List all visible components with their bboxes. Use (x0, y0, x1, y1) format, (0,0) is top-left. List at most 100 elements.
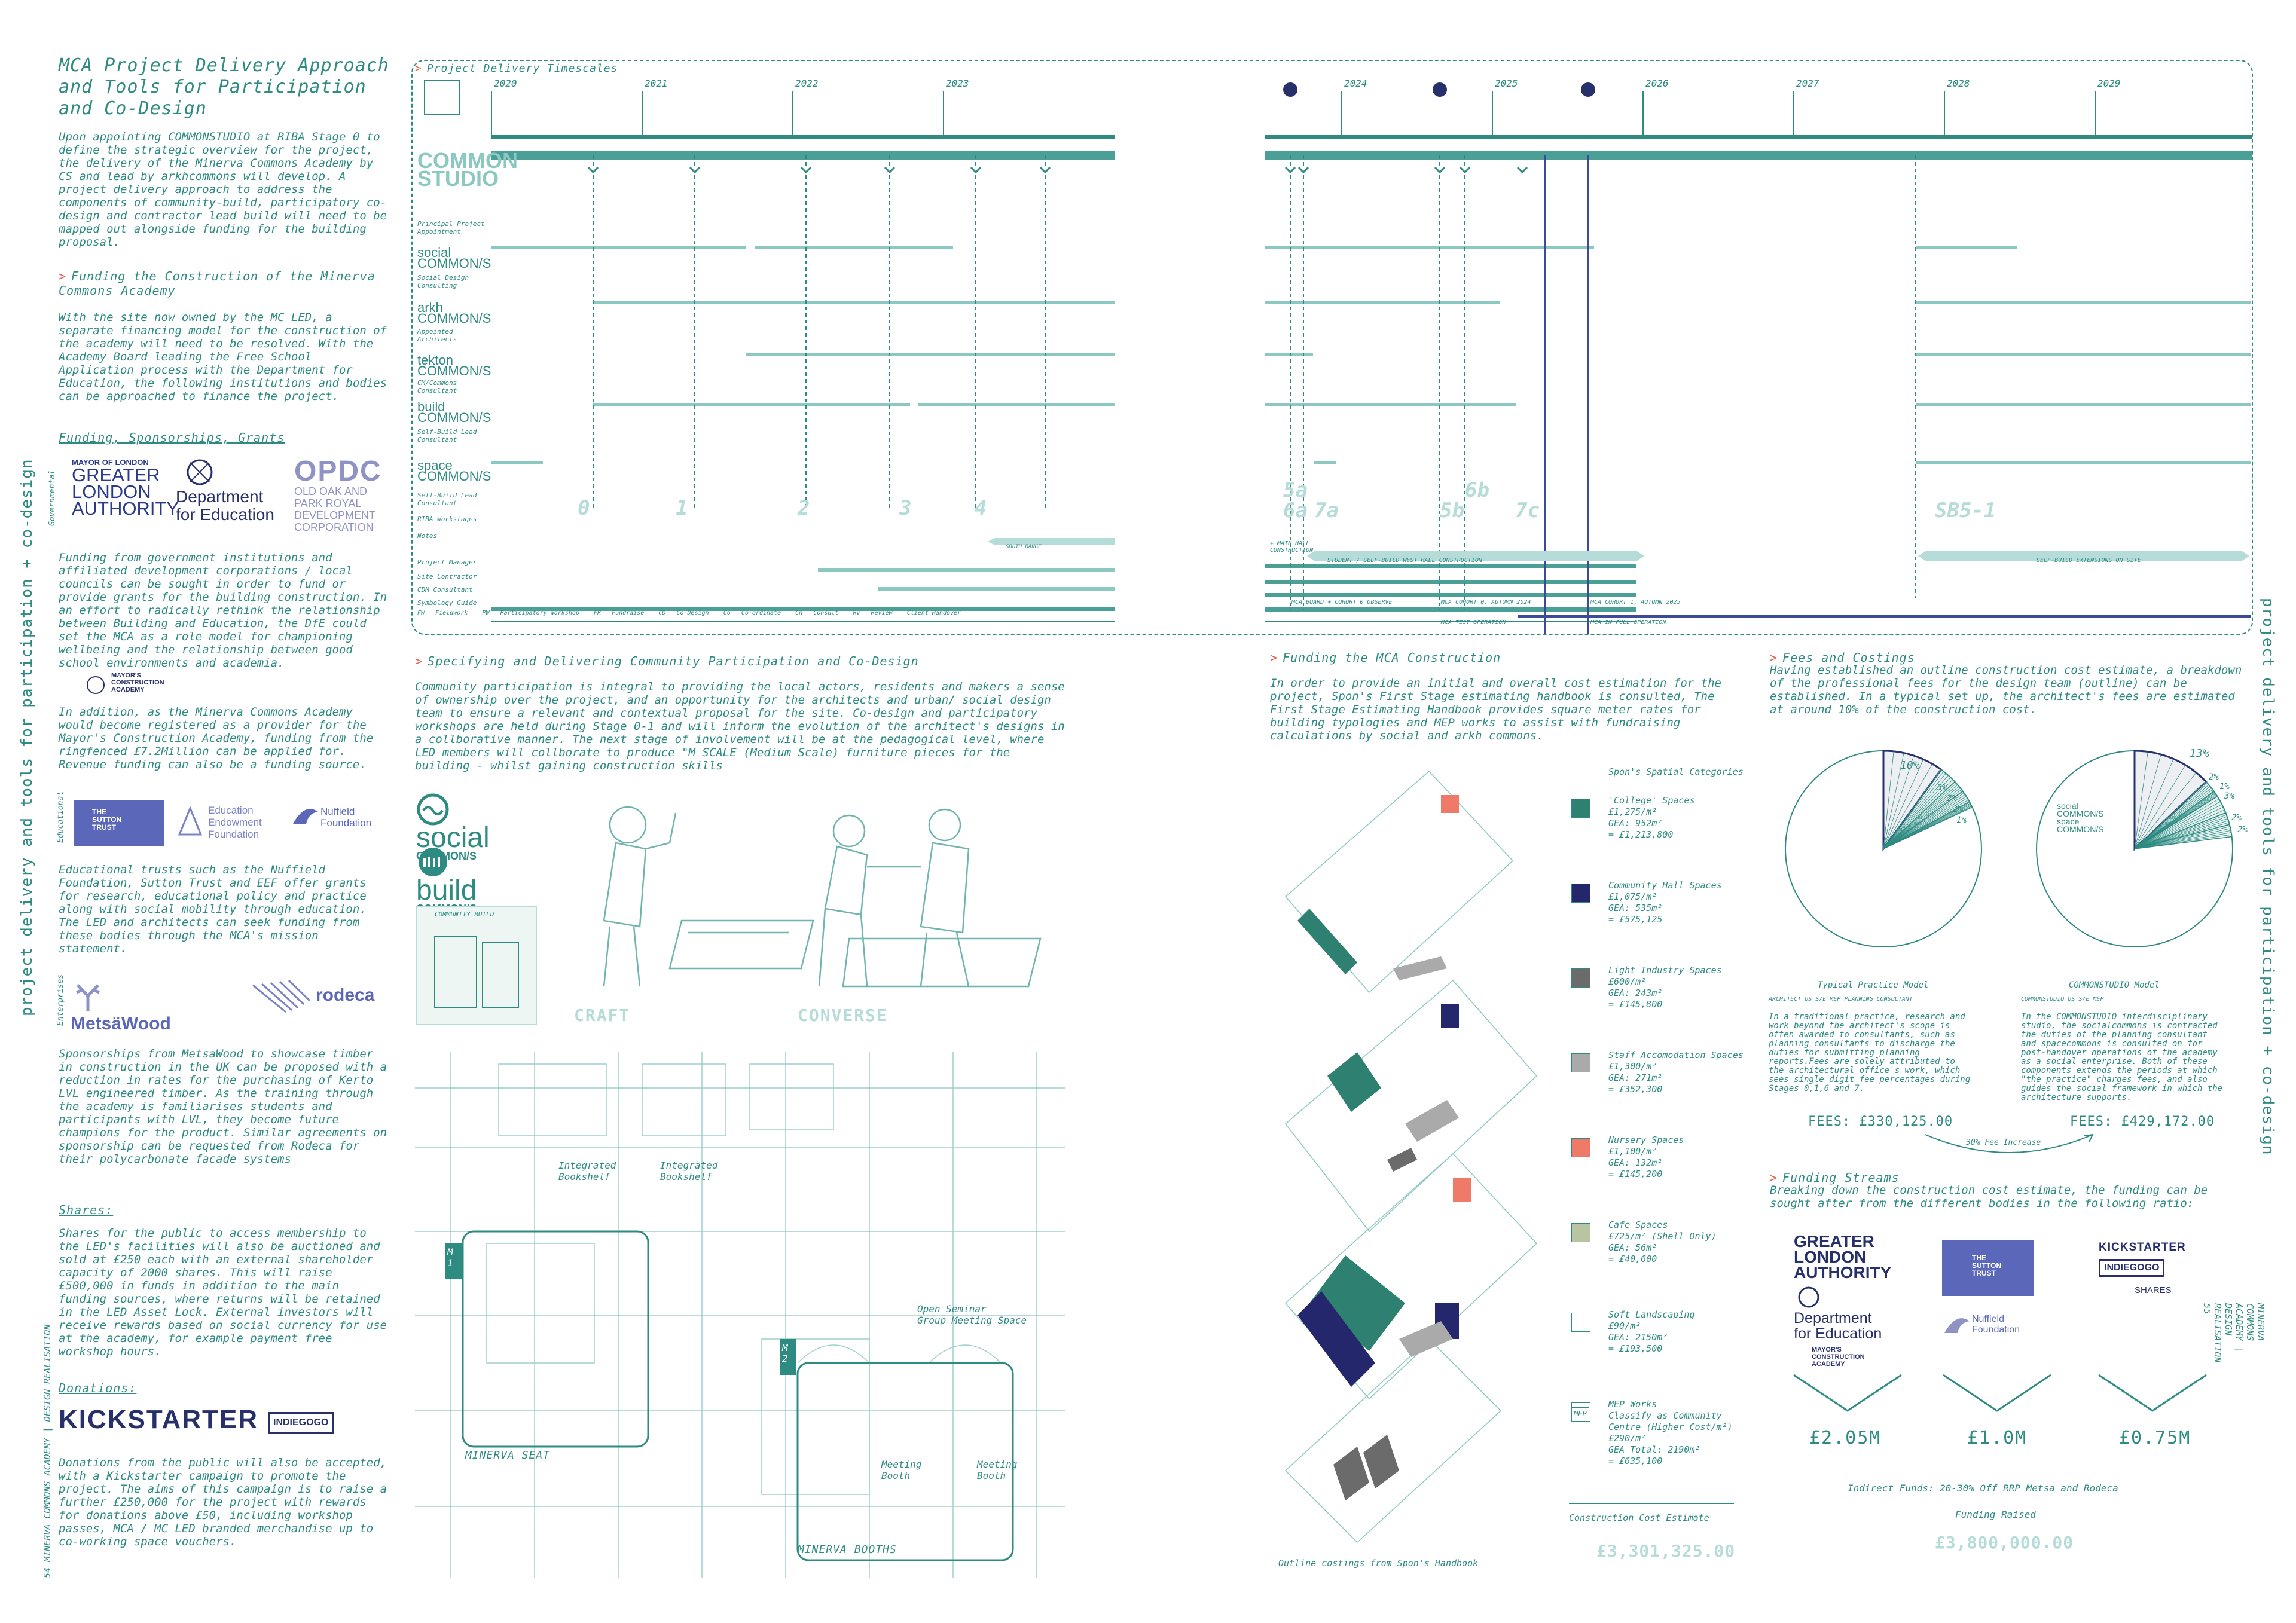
seminar-label: Open Seminar Group Meeting Space (917, 1303, 1027, 1326)
note-board: MCA BOARD + COHORT 0 OBSERVE (1292, 599, 1393, 606)
edu-label: Educational (56, 791, 65, 843)
left-footer: 54 MINERVA COMMONS ACADEMY | DESIGN REAL… (42, 1324, 53, 1578)
legend-entry: Nursery Spaces £1,100/m² GEA: 132m² = £1… (1608, 1135, 1684, 1179)
legend-swatch (1571, 1053, 1590, 1072)
stage-3: 3 (899, 496, 912, 520)
pie-hatch (2134, 772, 2197, 849)
legend-entry: Light Industry Spaces £600/m² GEA: 243m²… (1608, 965, 1722, 1010)
increase-arrow (1925, 1134, 2093, 1153)
fees-heading: >Fees and Costings (1770, 650, 1915, 665)
stream-nuffield: Nuffield Foundation (1942, 1309, 2050, 1337)
amount-gla: £2.05M (1809, 1428, 1882, 1448)
left-vertical-title: project delivery and tools for participa… (18, 459, 36, 1016)
pie-hatch (2134, 816, 2228, 849)
social-icon (417, 793, 449, 826)
pie2-desc: In the COMMONSTUDIO interdisciplinary st… (2021, 1012, 2223, 1102)
craft-converse-sketch (603, 806, 1042, 988)
pie1-label-2b: 2% (1953, 805, 1963, 814)
pie-hatch (2134, 787, 2212, 849)
fee-pies (1785, 750, 2233, 947)
eef-logo: Education Endowment Foundation (178, 805, 280, 840)
stage-5a: 5a (1283, 478, 1308, 502)
legend-entry: Community Hall Spaces £1,075/m² GEA: 535… (1608, 880, 1722, 925)
codesign-heading: >Specifying and Delivering Community Par… (415, 654, 919, 668)
pie-hatch (2134, 754, 2161, 849)
buildcommons-logo: build COMMON/S (417, 399, 491, 425)
pie-hatch (1883, 783, 1957, 849)
year-2022: 2022 (795, 78, 819, 89)
pie1-title: Typical Practice Model (1818, 980, 1929, 990)
commonstudio-logo: COMMON STUDIO (417, 148, 518, 191)
commonstudio-bar-right (1265, 151, 2252, 160)
legend-swatch (1571, 968, 1590, 988)
year-2029: 2029 (2097, 78, 2121, 89)
stage-7a: 7a (1314, 499, 1339, 522)
legend-entry: MEP Works Classify as Community Centre (… (1608, 1399, 1733, 1466)
legend-title: Spon's Spatial Categories (1608, 766, 1744, 777)
timeline-logo (424, 80, 460, 115)
pie-commonstudio (2036, 750, 2233, 947)
axonometric-blocks (1284, 770, 1538, 1543)
booklet-drawing (434, 936, 519, 1008)
legend-swatch (1571, 799, 1590, 818)
pie-hatch (2134, 832, 2231, 849)
minerva-seat-label: MINERVA SEAT (465, 1449, 551, 1462)
crest-icon (187, 459, 213, 485)
pie-hatch (2134, 751, 2148, 849)
note-cohort0: MCA COHORT 0, AUTUMN 2024 (1441, 599, 1531, 606)
riba-label: RIBA Workstages (417, 515, 477, 523)
pie-hatch (2134, 765, 2186, 849)
legend-swatch (1571, 1138, 1590, 1157)
pie-slice (2134, 824, 2233, 849)
socialcommons-logo: social COMMON/S (417, 245, 491, 271)
stream-kickstarter: KICKSTARTER INDIEGOGO SHARES (2099, 1241, 2186, 1295)
note-full: MCA IN FULL OPERATION (1590, 619, 1666, 626)
stage-7c: 7c (1515, 499, 1540, 522)
pie-hatch (1883, 797, 1968, 849)
booth-label-2: Meeting Booth (977, 1459, 1018, 1481)
right-vertical-title: project delivery and tools for participa… (2259, 598, 2277, 1156)
crest-icon (87, 676, 105, 694)
gla-logo: MAYOR OF LONDON GREATER LONDON AUTHORITY (72, 458, 179, 519)
pie-hatch (2134, 834, 2232, 849)
pie2-label-2b: 2% (2231, 813, 2242, 823)
opdc-logo: OPDC OLD OAK AND PARK ROYAL DEVELOPMENT … (294, 456, 382, 534)
pie2-label-3: 3% (2224, 791, 2234, 801)
pie-hatch (1883, 775, 1949, 849)
m1-tag: M 1 (447, 1246, 453, 1269)
pie2-label-2c: 2% (2237, 825, 2248, 835)
pie1-label-1: 1% (1956, 815, 1967, 825)
antler-icon (76, 984, 100, 1011)
legend-swatch (1571, 1402, 1590, 1422)
bookshelf-label-1: Integrated Bookshelf (558, 1160, 616, 1182)
pie-hatch (1883, 777, 1951, 849)
right-footer: MINERVA COMMONS ACADEMY | DESIGN REALISA… (2202, 1303, 2266, 1363)
ent-text: Sponsorships from MetsaWood to showcase … (59, 1047, 387, 1166)
streams-heading: >Funding Streams (1770, 1170, 1900, 1185)
site-label: Site Contractor (417, 573, 477, 580)
nuffield-logo: Nuffield Foundation (291, 800, 398, 829)
grants-heading: Funding, Sponsorships, Grants (59, 430, 285, 445)
pie2-label-2: 2% (2209, 772, 2219, 782)
notes-arrow-left (988, 538, 1115, 545)
construction-heading: >Funding the MCA Construction (1270, 650, 1501, 665)
legend-swatch (1571, 1223, 1590, 1242)
craft-label: CRAFT (574, 1005, 631, 1025)
note-student-build: STUDENT / SELF-BUILD WEST HALL CONSTRUCT… (1327, 557, 1482, 564)
funding-text: With the site now owned by the MC LED, a… (59, 311, 387, 403)
indiegogo-logo: INDIEGOGO (268, 1412, 334, 1434)
rodeca-logo: rodeca (250, 979, 387, 1015)
legend-entry: Staff Accomodation Spaces £1,300/m² GEA:… (1608, 1050, 1744, 1095)
pie-hatch (2134, 786, 2210, 849)
arkhcommons-logo: arkh COMMON/S (417, 300, 491, 326)
increase-label: 30% Fee Increase (1966, 1138, 2041, 1147)
total-value: £3,301,325.00 (1596, 1541, 1736, 1561)
role-3: CM/Commons Consultant (417, 379, 457, 395)
legend-entry: Cafe Spaces £725/m² (Shell Only) GEA: 56… (1608, 1219, 1717, 1264)
gov-text: Funding from government institutions and… (59, 551, 387, 670)
role-0: Principal Project Appointment (417, 220, 485, 236)
ent-label: Enterprises (56, 974, 65, 1026)
converse-label: CONVERSE (798, 1005, 888, 1025)
pie-hatch (1883, 787, 1961, 849)
intro-text: Upon appointing COMMONSTUDIO at RIBA Sta… (59, 130, 387, 249)
